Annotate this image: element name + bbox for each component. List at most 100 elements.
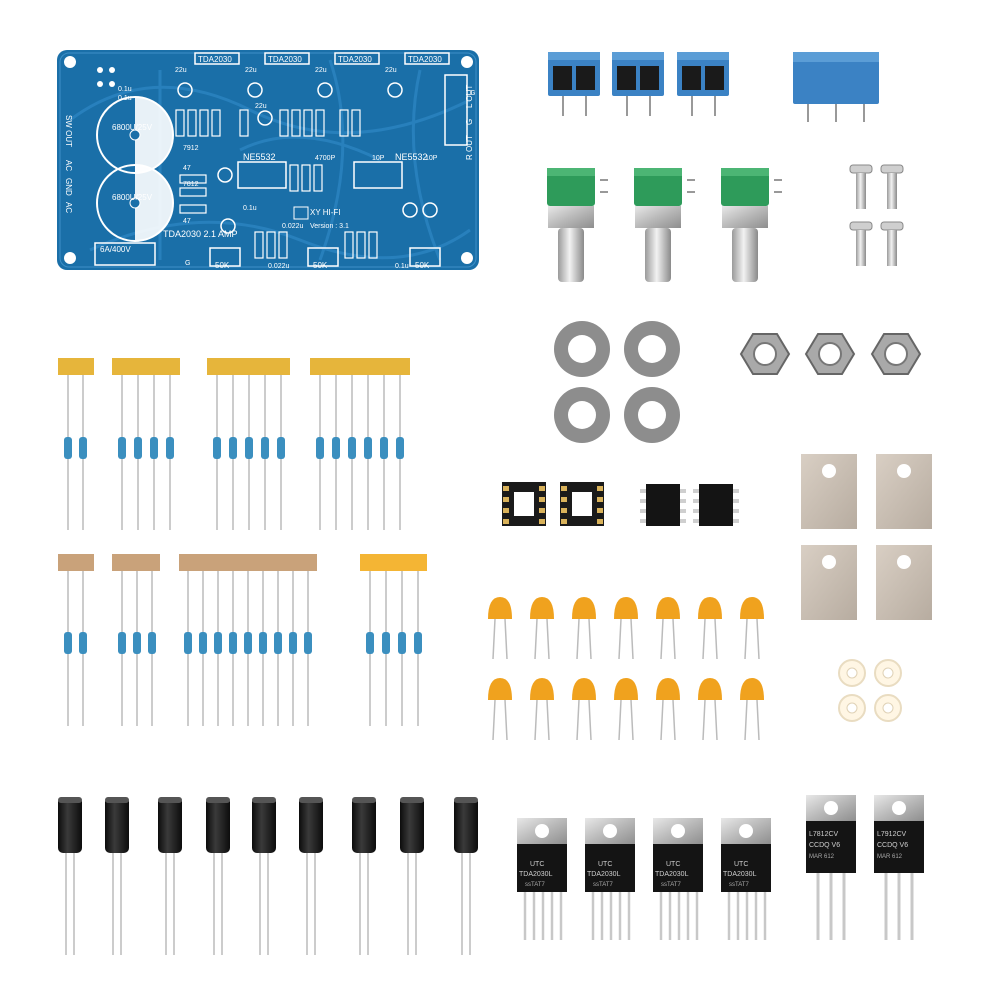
pcb-main-cap-label: 6800U/25V <box>112 123 153 132</box>
pcb-small-label: 0.022u <box>282 223 304 230</box>
screw <box>880 221 904 266</box>
pcb-small-label: 47 <box>183 165 191 172</box>
resistor <box>148 571 156 726</box>
ceramic-capacitor <box>530 678 554 741</box>
resistor <box>229 571 237 726</box>
resistor-strip <box>179 554 317 726</box>
potentiometer-group <box>547 168 782 282</box>
pcb-edge-label: SW OUT <box>64 115 73 147</box>
thermal-pad <box>801 454 857 529</box>
amplifier-chip: UTC TDA2030L ssTAT7 <box>721 818 771 940</box>
pcb-pot-label: 50K <box>215 261 230 270</box>
pcb-chip-label: TDA2030 <box>408 55 442 64</box>
pcb-chip-label: TDA2030 <box>338 55 372 64</box>
resistor-strip-group-top <box>58 358 410 530</box>
resistor <box>277 375 285 530</box>
chip-text: MAR 612 <box>877 854 903 860</box>
resistor <box>316 375 324 530</box>
resistor <box>184 571 192 726</box>
screw <box>849 164 873 209</box>
resistor <box>199 571 207 726</box>
resistor <box>304 571 312 726</box>
washer-group <box>554 321 680 443</box>
chip-text: L7912CV <box>877 831 907 838</box>
pcb-small-label: G <box>470 90 475 97</box>
resistor <box>118 375 126 530</box>
pcb-small-label: 10P <box>425 155 438 162</box>
electrolytic-capacitor <box>206 797 230 955</box>
opamp-chip <box>640 484 686 526</box>
resistor <box>64 375 72 530</box>
chip-text: TDA2030L <box>655 871 689 878</box>
ceramic-capacitor <box>572 597 596 660</box>
resistor <box>79 375 87 530</box>
screw-terminal <box>677 52 729 116</box>
resistor <box>382 571 390 726</box>
thermal-pad <box>876 454 932 529</box>
pcb-edge-label: L OUT <box>465 85 474 108</box>
resistor <box>366 571 374 726</box>
pcb-small-label: 0.1u <box>395 263 409 270</box>
ceramic-capacitor <box>740 597 764 660</box>
resistor <box>213 375 221 530</box>
ceramic-capacitor <box>656 597 680 660</box>
chip-text: UTC <box>598 861 612 868</box>
thermal-pad <box>876 545 932 620</box>
resistor <box>64 571 72 726</box>
electrolytic-capacitor <box>58 797 82 955</box>
chip-text: TDA2030L <box>587 871 621 878</box>
ic-socket <box>502 482 546 526</box>
resistor <box>245 375 253 530</box>
voltage-regulator: L7812CV CCDQ V6 MAR 612 <box>806 795 856 940</box>
resistor <box>166 375 174 530</box>
pcb-main-cap-outline <box>96 164 174 242</box>
resistor <box>289 571 297 726</box>
resistor-strip-group-bottom <box>58 554 427 726</box>
pcb-board: TDA2030 TDA2030 TDA2030 TDA2030 NE5532 N… <box>57 50 479 270</box>
pcb-small-label: G <box>185 260 190 267</box>
resistor <box>396 375 404 530</box>
resistor <box>414 571 422 726</box>
pcb-edge-label: G <box>465 119 474 125</box>
ceramic-capacitor <box>488 678 512 741</box>
amplifier-chip: UTC TDA2030L ssTAT7 <box>653 818 703 940</box>
chip-text: ssTAT7 <box>661 882 681 888</box>
voltage-regulator-group: L7812CV CCDQ V6 MAR 612 L7912CV CCDQ V6 … <box>806 795 924 940</box>
electrolytic-capacitor <box>299 797 323 955</box>
electrolytic-capacitor <box>400 797 424 955</box>
potentiometer <box>634 168 695 282</box>
resistor-strip <box>112 358 180 530</box>
ceramic-capacitor <box>614 678 638 741</box>
resistor <box>118 571 126 726</box>
ic-socket-group <box>502 482 739 526</box>
resistor-strip <box>310 358 410 530</box>
pcb-small-label: 22u <box>315 67 327 74</box>
resistor <box>214 571 222 726</box>
pcb-edge-label: AC <box>64 160 73 171</box>
resistor <box>364 375 372 530</box>
pcb-title: TDA2030 2.1 AMP <box>163 229 238 239</box>
pcb-chip-label: TDA2030 <box>198 55 232 64</box>
ceramic-capacitor <box>488 597 512 660</box>
pcb-small-label: 4700P <box>315 155 336 162</box>
insulating-washer-group <box>838 659 902 722</box>
resistor-strip <box>58 554 94 726</box>
resistor <box>79 571 87 726</box>
amplifier-chip: UTC TDA2030L ssTAT7 <box>585 818 635 940</box>
screw-terminal-group <box>548 52 879 122</box>
pcb-chip-label: TDA2030 <box>268 55 302 64</box>
chip-text: TDA2030L <box>519 871 553 878</box>
pcb-pot-label: 50K <box>415 261 430 270</box>
chip-text: ssTAT7 <box>729 882 749 888</box>
pcb-small-label: 22u <box>255 103 267 110</box>
resistor <box>259 571 267 726</box>
screw-group <box>849 164 904 266</box>
pcb-edge-label: R OUT <box>465 135 474 160</box>
resistor-strip <box>360 554 427 726</box>
chip-text: MAR 612 <box>809 854 835 860</box>
pcb-small-label: 10P <box>372 155 385 162</box>
pcb-small-label: 0.1u <box>243 205 257 212</box>
chip-text: ssTAT7 <box>593 882 613 888</box>
resistor-strip <box>112 554 160 726</box>
